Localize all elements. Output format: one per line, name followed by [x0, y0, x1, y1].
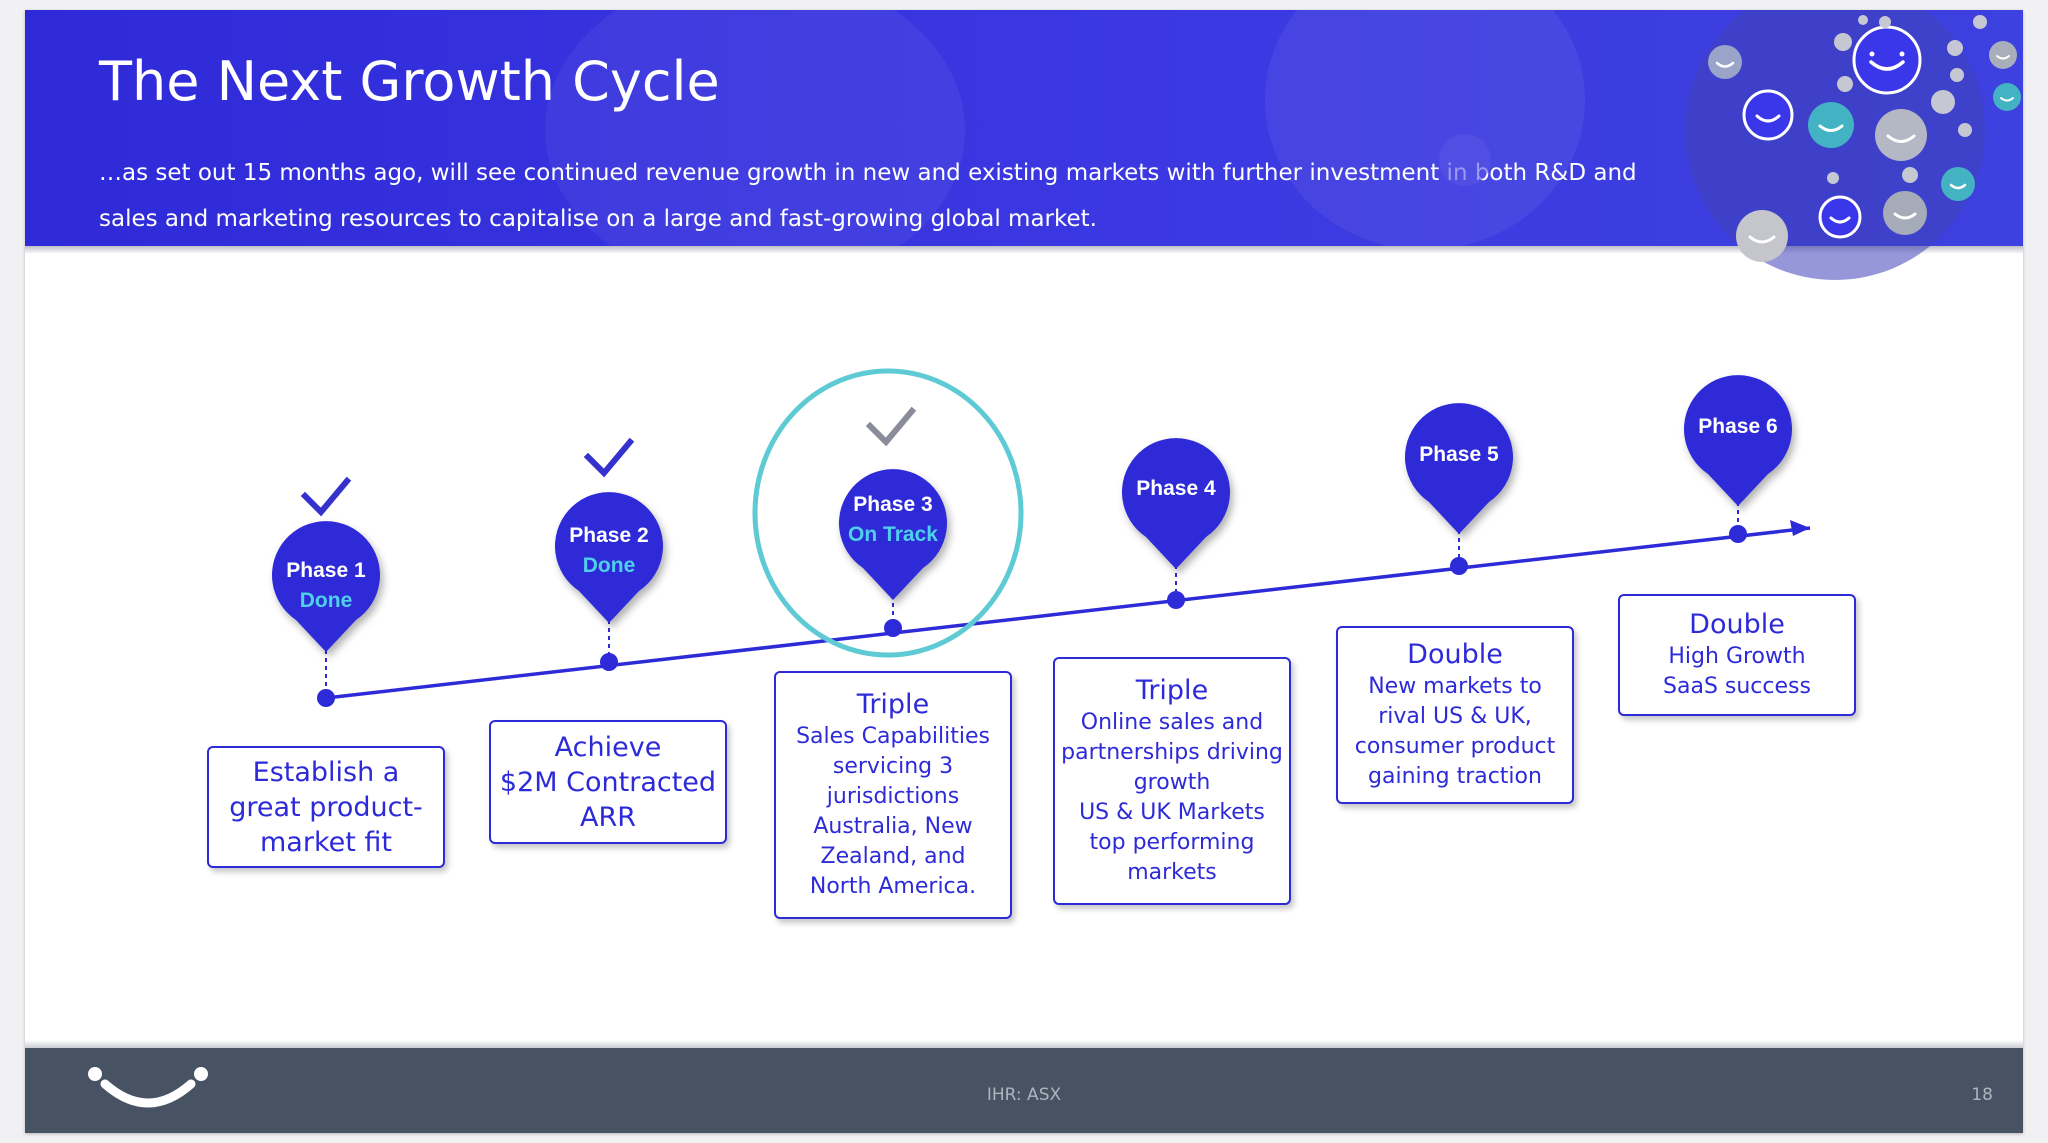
phase-4-desc-heading: Triple [1135, 675, 1209, 706]
footer-bar [25, 1048, 2023, 1133]
phase-3-description-box: Triple Sales Capabilities servicing 3 ju… [774, 671, 1012, 919]
phase-4-desc-line: growth [1133, 770, 1211, 795]
phase-3-desc-line: jurisdictions [826, 784, 960, 809]
phase-3-desc-line: Australia, New [813, 814, 973, 839]
phase-4-desc-line: top performing [1089, 830, 1255, 855]
check-icon [300, 476, 352, 517]
company-logo-icon [88, 1067, 208, 1108]
page-number: 18 [1971, 1085, 1993, 1105]
check-icon [865, 406, 917, 447]
phase-4-desc-line: Online sales and [1080, 710, 1264, 735]
phase-5-label: Phase 5 [1419, 443, 1499, 466]
phase-4-desc-line: markets [1127, 860, 1217, 885]
phase-4-marker: Phase 4 [1121, 438, 1230, 609]
phase-1-status: Done [300, 589, 353, 612]
phase-5-desc-line: rival US & UK, [1378, 704, 1532, 729]
phase-2-desc-line: $2M Contracted [499, 766, 717, 798]
phase-1-desc-line: market fit [260, 826, 392, 858]
growth-timeline: Phase 1 Done Phase 2 Done Phase 3 On Tra… [272, 368, 1811, 707]
page-title: The Next Growth Cycle [99, 50, 720, 113]
phase-3-label: Phase 3 [853, 493, 932, 516]
phase-3-marker: Phase 3 On Track [839, 469, 947, 637]
phase-2-desc-line: ARR [580, 801, 636, 833]
header-decoration [545, 10, 965, 246]
phase-2-label: Phase 2 [569, 524, 648, 547]
phase-5-desc-line: New markets to [1368, 674, 1542, 699]
footer-shadow [25, 1040, 2023, 1048]
header-decoration [1265, 10, 1585, 246]
phase-1-desc-line: great product- [229, 791, 423, 823]
phase-3-highlight-ring [752, 368, 1024, 658]
phase-4-desc-line: partnerships driving [1061, 740, 1283, 765]
page-subtitle: …as set out 15 months ago, will see cont… [99, 160, 1637, 232]
trend-arrowhead [1790, 520, 1810, 536]
phase-2-marker: Phase 2 Done [555, 492, 664, 671]
phase-5-description-box: Double New markets to rival US & UK, con… [1336, 626, 1574, 804]
phase-2-status: Done [583, 554, 636, 577]
phase-6-desc-line: SaaS success [1663, 674, 1811, 699]
phase-6-label: Phase 6 [1698, 415, 1777, 438]
phase-2-desc-line: Achieve [554, 731, 662, 763]
phase-3-desc-line: North America. [809, 874, 977, 899]
phase-6-desc-heading: Double [1689, 609, 1785, 640]
phase-4-description-box: Triple Online sales and partnerships dri… [1053, 657, 1291, 905]
footer-ticker: IHR: ASX [986, 1085, 1062, 1105]
phase-6-description-box: Double High Growth SaaS success [1618, 594, 1856, 716]
phase-5-marker: Phase 5 [1405, 403, 1513, 575]
phase-4-desc-line: US & UK Markets [1079, 800, 1265, 825]
phase-1-label: Phase 1 [286, 559, 366, 582]
phase-5-desc-line: consumer product [1354, 734, 1556, 759]
phase-2-description-box: Achieve $2M Contracted ARR [489, 720, 727, 844]
slide: The Next Growth Cycle …as set out 15 mon… [25, 10, 2023, 1133]
phase-1-marker: Phase 1 Done [272, 521, 380, 707]
phase-5-desc-heading: Double [1407, 639, 1503, 670]
phase-3-status: On Track [848, 523, 938, 546]
phase-1-description-box: Establish a great product- market fit [207, 746, 445, 868]
header-shadow [25, 246, 2023, 254]
phase-1-desc-line: Establish a [252, 756, 400, 788]
phase-3-desc-line: Zealand, and [820, 844, 966, 869]
phase-3-desc-line: Sales Capabilities [796, 724, 990, 749]
phase-6-marker: Phase 6 [1684, 375, 1792, 543]
phase-3-desc-heading: Triple [856, 689, 930, 720]
phase-6-desc-line: High Growth [1668, 644, 1806, 669]
phase-4-label: Phase 4 [1136, 477, 1216, 500]
check-icon [583, 437, 635, 478]
phase-3-desc-line: servicing 3 [832, 754, 954, 779]
trend-line [325, 526, 1811, 700]
phase-5-desc-line: gaining traction [1368, 764, 1542, 789]
